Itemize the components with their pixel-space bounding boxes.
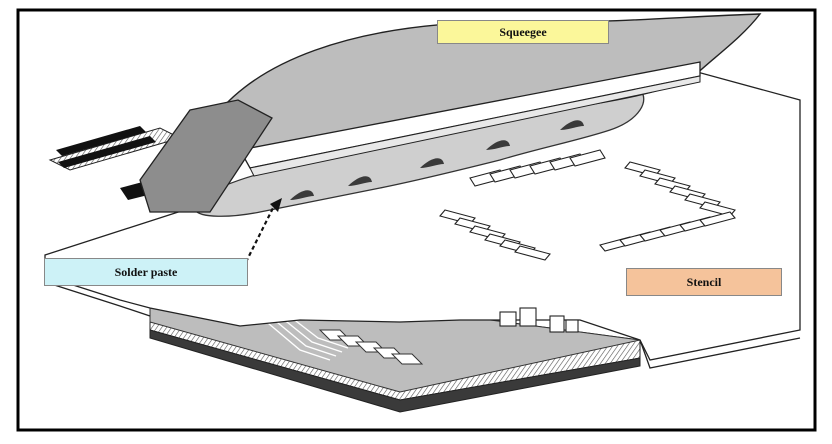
left-strips — [48, 126, 182, 200]
paste-pointer-arrow — [245, 198, 282, 263]
squeegee-holder — [139, 99, 273, 213]
squeegee-label: Squeegee — [437, 20, 609, 44]
stencil-apertures — [439, 149, 736, 261]
pcb-board — [149, 307, 641, 413]
pcb-pads — [318, 329, 424, 365]
solder-paste-label: Solder paste — [44, 258, 248, 286]
stencil-label: Stencil — [626, 268, 782, 296]
solder-paste-rolls — [290, 120, 584, 200]
stencil-sheet — [44, 69, 801, 369]
stencil-blocks — [499, 307, 579, 333]
